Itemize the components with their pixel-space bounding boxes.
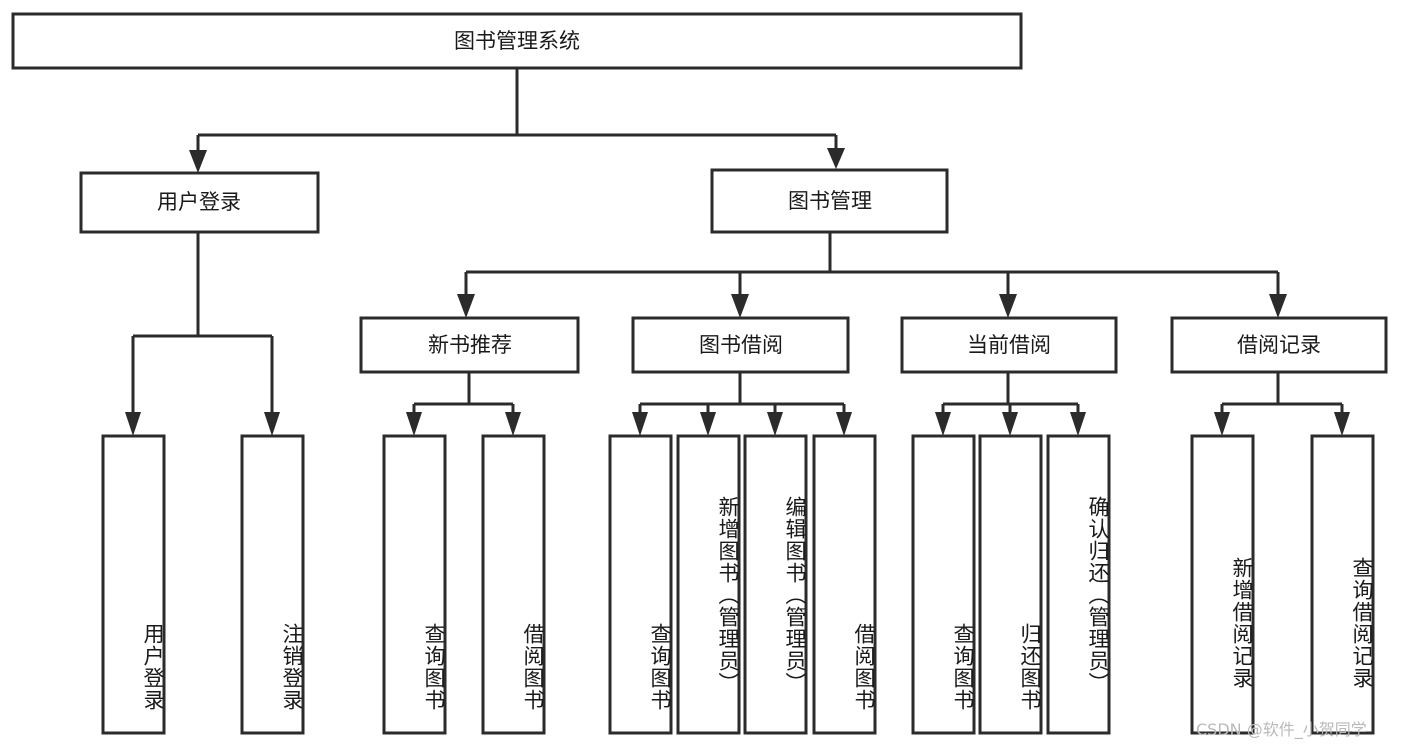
arrow-head-leaf-borrow-book-1 (505, 412, 521, 436)
arrow-head-borrow-record (1269, 294, 1287, 318)
leaf-edit-book-box[interactable] (743, 434, 808, 735)
node-book-manage-box[interactable] (710, 168, 949, 234)
arrow-head-book-borrow (731, 294, 749, 318)
node-new-book-recommend-box[interactable] (359, 316, 580, 374)
leaf-add-book-box[interactable] (676, 434, 741, 735)
arrow-head-leaf-query-book-3 (935, 412, 951, 436)
connector-group-user-login (125, 232, 280, 436)
leaf-query-book-2-box[interactable] (608, 434, 673, 735)
connector-group-current-borrow (935, 372, 1086, 436)
leaf-query-book-1-box[interactable] (382, 434, 447, 735)
leaf-query-book-3-box[interactable] (911, 434, 976, 735)
arrow-head-book-manage (827, 148, 845, 169)
node-current-borrow[interactable]: 当前借阅 (900, 316, 1118, 374)
arrow-head-leaf-user-logout (264, 412, 280, 436)
arrow-head-leaf-confirm-return (1070, 412, 1086, 436)
arrow-head-leaf-user-login (125, 412, 141, 436)
node-borrow-record[interactable]: 借阅记录 (1170, 316, 1388, 374)
leaf-query-record-box[interactable] (1310, 434, 1375, 735)
node-root-label: 图书管理系统 (454, 29, 580, 53)
leaf-add-record-box[interactable] (1190, 434, 1255, 735)
connector-group-book-manage (457, 232, 1287, 318)
node-current-borrow-box[interactable] (900, 316, 1118, 374)
arrow-head-leaf-borrow-book-2 (836, 412, 852, 436)
connector-group-new-book-recommend (406, 372, 521, 436)
node-book-borrow-box[interactable] (631, 316, 850, 374)
arrow-head-leaf-add-book (700, 412, 716, 436)
node-user-login-label: 用户登录 (157, 190, 241, 214)
node-user-login-box[interactable] (79, 171, 320, 234)
node-book-manage[interactable]: 图书管理 (710, 168, 949, 234)
node-new-book-recommend[interactable]: 新书推荐 (359, 316, 580, 374)
leaf-borrow-book-2-box[interactable] (812, 434, 877, 735)
arrow-head-leaf-query-record (1334, 412, 1350, 436)
connector-group-borrow-record (1214, 372, 1350, 436)
arrow-head-leaf-query-book-2 (632, 412, 648, 436)
node-book-borrow[interactable]: 图书借阅 (631, 316, 850, 374)
node-user-login[interactable]: 用户登录 (79, 171, 320, 234)
leaf-return-book-box[interactable] (978, 434, 1043, 735)
leaf-user-login-box[interactable] (101, 434, 166, 735)
node-borrow-record-box[interactable] (1170, 316, 1388, 374)
csdn-watermark: CSDN @软件_小贺同学 (1196, 720, 1367, 739)
leaf-confirm-return-box[interactable] (1046, 434, 1111, 735)
arrow-head-leaf-return-book (1002, 412, 1018, 436)
arrow-head-user-login (189, 150, 207, 173)
node-new-book-recommend-label: 新书推荐 (428, 333, 512, 357)
arrow-head-leaf-add-record (1214, 412, 1230, 436)
arrow-head-current-borrow (999, 294, 1017, 318)
arrow-head-new-book-recommend (457, 294, 475, 318)
leaf-user-logout-box[interactable] (240, 434, 305, 735)
connector-group-root (189, 68, 845, 173)
leaf-box-group (101, 434, 1375, 735)
leaf-borrow-book-1-box[interactable] (481, 434, 546, 735)
arrow-head-leaf-query-book-1 (406, 412, 422, 436)
node-current-borrow-label: 当前借阅 (967, 333, 1051, 357)
node-root[interactable]: 图书管理系统 (11, 12, 1023, 70)
node-book-manage-label: 图书管理 (788, 189, 872, 213)
node-borrow-record-label: 借阅记录 (1237, 333, 1321, 357)
connector-group-book-borrow (632, 372, 852, 436)
node-book-borrow-label: 图书借阅 (699, 333, 783, 357)
arrow-head-leaf-edit-book (767, 412, 783, 436)
node-root-box[interactable] (11, 12, 1023, 70)
